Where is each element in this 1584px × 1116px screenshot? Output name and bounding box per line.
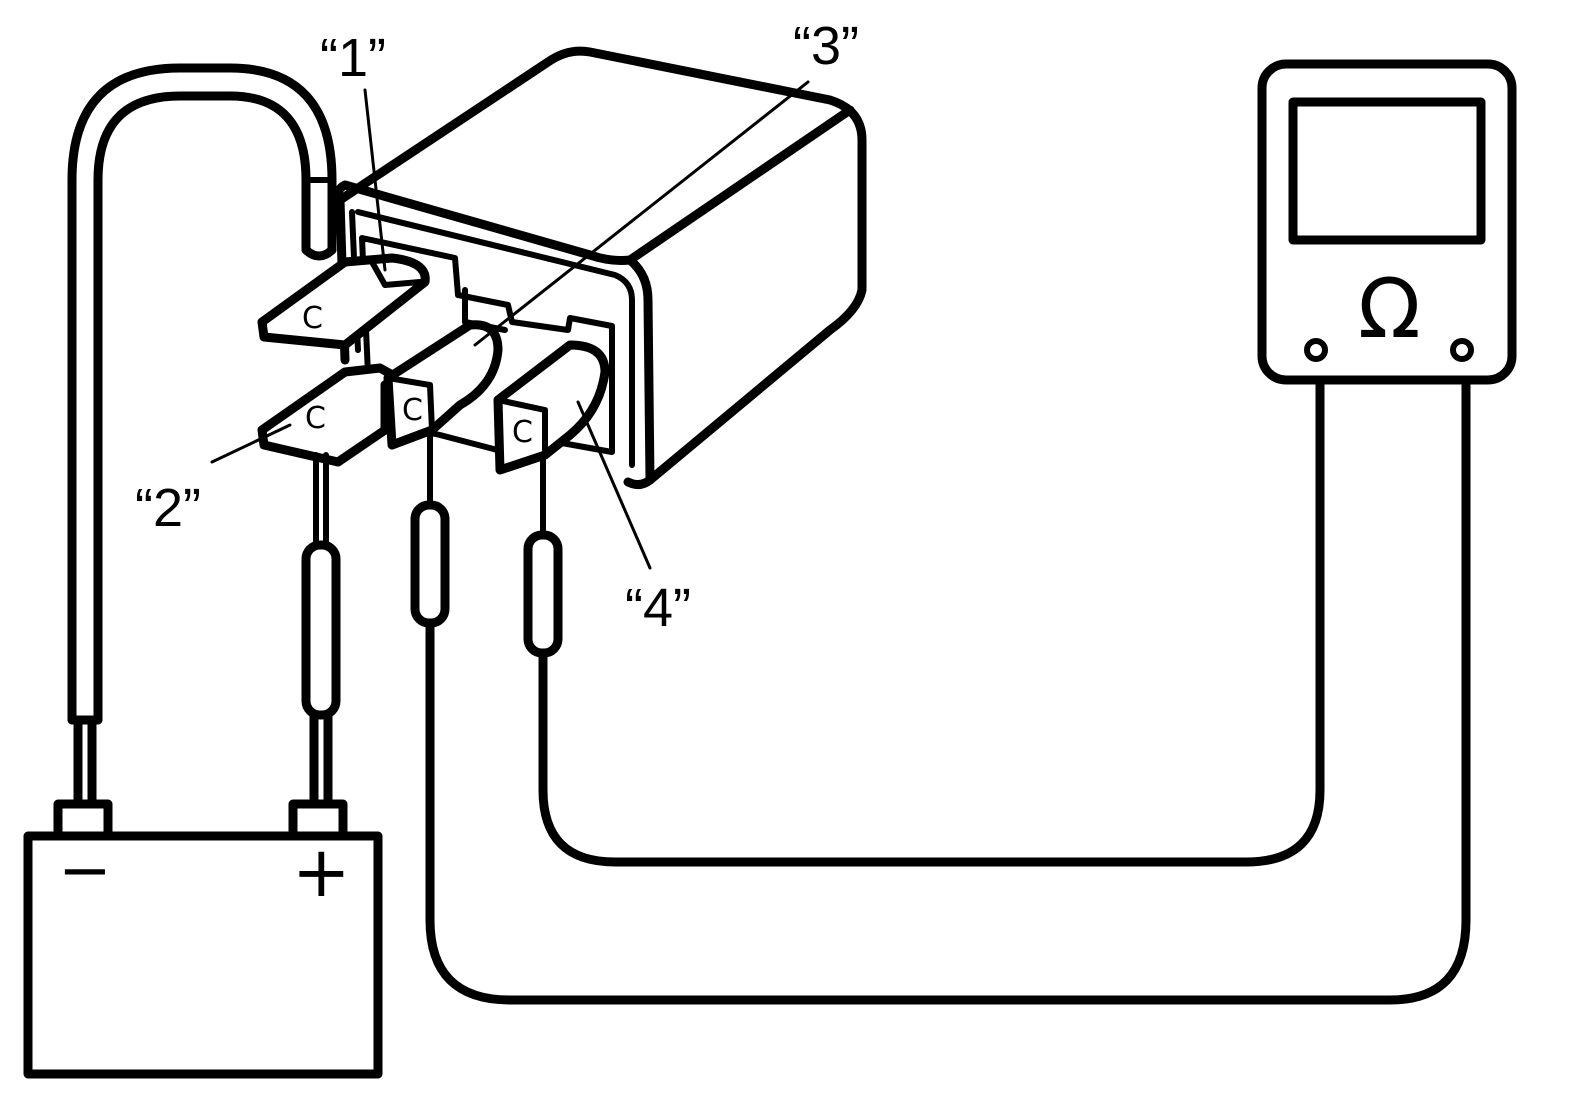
- ohmmeter: Ω: [1257, 59, 1517, 385]
- callout-2: “2”: [135, 478, 201, 538]
- terminal-3-mark: C: [402, 393, 423, 428]
- terminal-4-mark: C: [512, 415, 533, 450]
- relay-top-face: [335, 46, 867, 490]
- terminal-3: C: [383, 320, 503, 450]
- leader-4: [576, 400, 652, 570]
- probe-4: [523, 530, 563, 658]
- ohmmeter-jack-left: [1304, 338, 1328, 362]
- callout-1: “1”: [320, 28, 386, 88]
- ohmmeter-jack-right: [1450, 338, 1474, 362]
- battery-case: [23, 831, 383, 1079]
- terminal-2: C: [257, 363, 403, 467]
- ohmmeter-display: [1288, 97, 1486, 245]
- battery: − +: [23, 799, 383, 1079]
- probe-positive: [301, 540, 341, 720]
- terminal-1-mark: C: [302, 301, 323, 336]
- ohmmeter-lead-4: [523, 375, 1325, 867]
- jumper-wire-negative: [67, 63, 337, 809]
- ohm-symbol: Ω: [1358, 262, 1421, 357]
- callout-3: “3”: [793, 16, 859, 76]
- callout-leaders: [210, 80, 810, 570]
- terminal-1: C: [257, 253, 430, 363]
- jumper-wire-positive: [301, 452, 341, 809]
- battery-positive-symbol: +: [292, 831, 351, 913]
- leader-1: [363, 88, 387, 272]
- relay-top-edge-front: [333, 105, 855, 265]
- callout-4: “4”: [625, 578, 691, 638]
- battery-negative-symbol: −: [58, 834, 112, 908]
- leader-3: [473, 80, 810, 347]
- terminal-4: C: [493, 340, 610, 475]
- battery-negative-post: [53, 799, 113, 841]
- probe-3: [410, 500, 450, 628]
- leader-2: [210, 423, 292, 464]
- terminal-2-mark: C: [305, 401, 326, 436]
- ohmmeter-body: [1257, 59, 1517, 385]
- ohmmeter-lead-3: [410, 375, 1471, 1005]
